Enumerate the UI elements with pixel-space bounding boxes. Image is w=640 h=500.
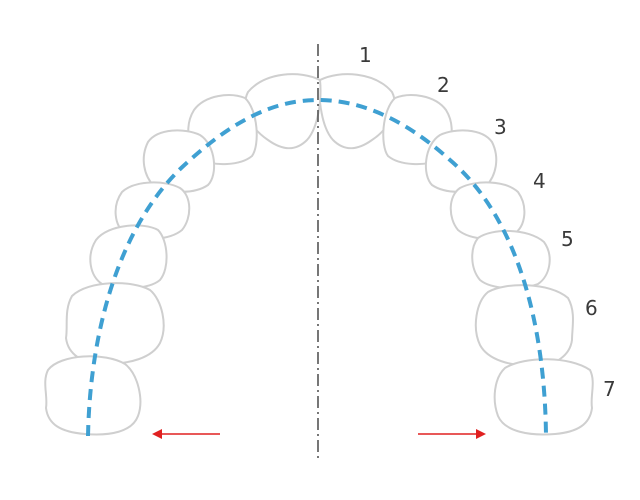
tooth-left-1 (244, 73, 322, 150)
right-teeth (318, 73, 594, 436)
tooth-right-7 (493, 358, 594, 436)
tooth-number-3: 3 (494, 115, 507, 139)
tooth-number-5: 5 (561, 227, 574, 251)
tooth-number-2: 2 (437, 73, 450, 97)
arch-form-line (86, 97, 548, 437)
tooth-right-6 (474, 284, 574, 367)
tooth-left-5 (89, 224, 168, 290)
tooth-left-7 (44, 355, 142, 436)
tooth-number-4: 4 (533, 169, 546, 193)
tooth-number-6: 6 (585, 296, 598, 320)
tooth-number-7: 7 (603, 377, 616, 401)
tooth-left-6 (65, 282, 165, 365)
tooth-right-5 (471, 229, 551, 290)
tooth-numbers: 1 2 3 4 5 6 7 (359, 43, 616, 401)
tooth-right-1 (318, 73, 396, 150)
tooth-number-1: 1 (359, 43, 372, 67)
left-teeth (44, 73, 322, 436)
